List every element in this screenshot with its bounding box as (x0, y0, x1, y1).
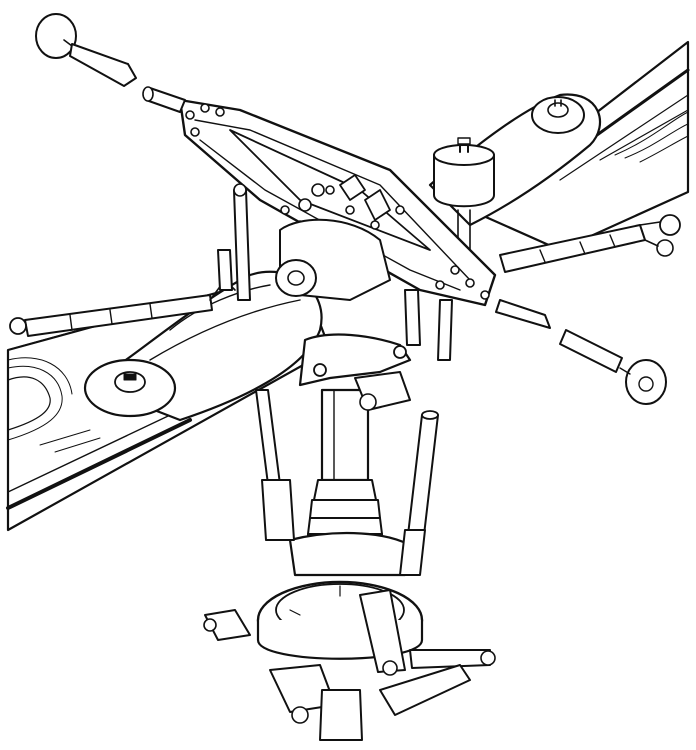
blade-grip-left (83, 270, 323, 422)
hub-lower-body (275, 218, 391, 301)
damper-weight (433, 137, 495, 251)
pitch-link-rear (217, 183, 251, 301)
pitch-link-left (9, 279, 236, 337)
scissor-link (298, 289, 453, 411)
servo-attachment-arms (203, 479, 496, 741)
weight-rod-right (495, 299, 667, 405)
pitch-link-right (499, 214, 681, 273)
weight-rod-top-left (35, 13, 186, 113)
